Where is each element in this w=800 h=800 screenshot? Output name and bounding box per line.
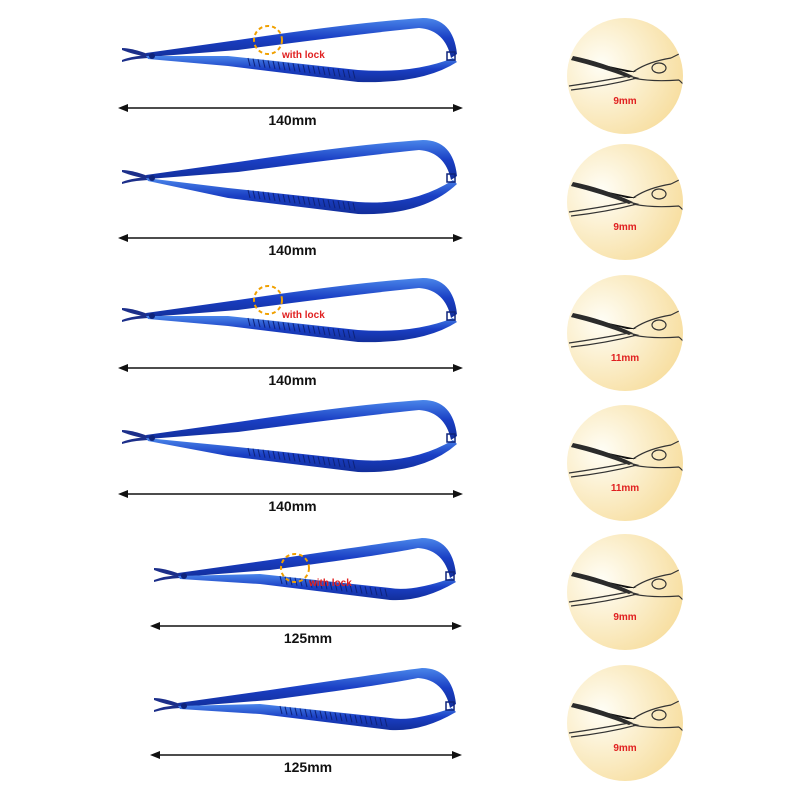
tip-detail-view: 9mm xyxy=(567,534,683,650)
instrument-row: 125mm 9mm xyxy=(0,650,800,781)
blade-lower xyxy=(122,315,148,322)
length-label: 125mm xyxy=(283,759,333,775)
lock-highlight-circle xyxy=(280,553,310,583)
tip-length-label: 11mm xyxy=(610,483,640,494)
lower-handle xyxy=(146,438,457,473)
upper-handle xyxy=(146,278,457,318)
blade-tip-icon xyxy=(568,567,683,607)
length-label: 140mm xyxy=(268,242,317,258)
tip-detail-view: 11mm xyxy=(567,405,683,521)
blade-tip-icon xyxy=(568,177,683,217)
lower-handle xyxy=(146,178,457,215)
instrument-row: 140mm 11mm xyxy=(0,390,800,521)
blade-lower xyxy=(122,55,148,62)
instrument-row: 140mm with lock 11mm xyxy=(0,260,800,391)
arrowhead-right xyxy=(453,234,463,242)
lock-label: with lock xyxy=(282,310,325,321)
upper-handle xyxy=(178,538,456,578)
lower-handle xyxy=(146,316,457,343)
arrowhead-left xyxy=(118,104,128,112)
tip-length-label: 9mm xyxy=(613,96,637,107)
upper-handle xyxy=(146,400,457,440)
blade-upper xyxy=(122,170,148,179)
scissors-icon xyxy=(118,18,463,112)
upper-handle xyxy=(178,668,456,708)
lock-label: with lock xyxy=(282,50,325,61)
arrowhead-right xyxy=(453,104,463,112)
upper-handle xyxy=(146,140,457,180)
blade-lower xyxy=(122,437,148,444)
length-label: 140mm xyxy=(268,498,317,514)
arrowhead-right xyxy=(453,490,463,498)
arrowhead-left xyxy=(118,490,128,498)
scissors-icon xyxy=(150,538,462,630)
arrowhead-left xyxy=(150,622,160,630)
blade-tip-icon xyxy=(568,308,683,348)
tip-length-label: 9mm xyxy=(613,743,637,754)
arrowhead-left xyxy=(118,234,128,242)
tip-detail-view: 9mm xyxy=(567,18,683,134)
blade-lower xyxy=(122,177,148,184)
lock-highlight-circle xyxy=(253,285,283,315)
scissors-icon xyxy=(118,400,463,498)
blade-lower xyxy=(154,705,180,712)
instrument-row: 140mm 9mm xyxy=(0,130,800,260)
blade-upper xyxy=(122,430,148,439)
blade-upper xyxy=(122,48,148,57)
length-label: 125mm xyxy=(283,630,333,646)
blade-tip-icon xyxy=(568,51,683,91)
instrument-row: 140mm with lock 9mm xyxy=(0,0,800,134)
blade-upper xyxy=(154,568,180,577)
tip-detail-view: 9mm xyxy=(567,144,683,260)
scissors-icon xyxy=(118,278,463,372)
scissors-icon xyxy=(150,668,462,759)
length-label: 140mm xyxy=(268,112,317,128)
blade-upper xyxy=(122,308,148,317)
arrowhead-right xyxy=(453,364,463,372)
blade-tip-icon xyxy=(568,438,683,478)
scissors-icon xyxy=(118,140,463,242)
tip-length-label: 9mm xyxy=(613,612,637,623)
lock-label: with lock xyxy=(309,578,352,589)
length-label: 140mm xyxy=(268,372,317,388)
arrowhead-right xyxy=(452,622,462,630)
arrowhead-right xyxy=(452,751,462,759)
arrowhead-left xyxy=(150,751,160,759)
tip-detail-view: 11mm xyxy=(567,275,683,391)
blade-upper xyxy=(154,698,180,707)
lower-handle xyxy=(146,56,457,83)
tip-detail-view: 9mm xyxy=(567,665,683,781)
blade-tip-icon xyxy=(568,698,683,738)
tip-length-label: 11mm xyxy=(610,353,640,364)
lock-highlight-circle xyxy=(253,25,283,55)
tip-length-label: 9mm xyxy=(613,222,637,233)
blade-lower xyxy=(154,575,180,582)
arrowhead-left xyxy=(118,364,128,372)
instrument-row: 125mm with lock 9mm xyxy=(0,520,800,650)
upper-handle xyxy=(146,18,457,58)
